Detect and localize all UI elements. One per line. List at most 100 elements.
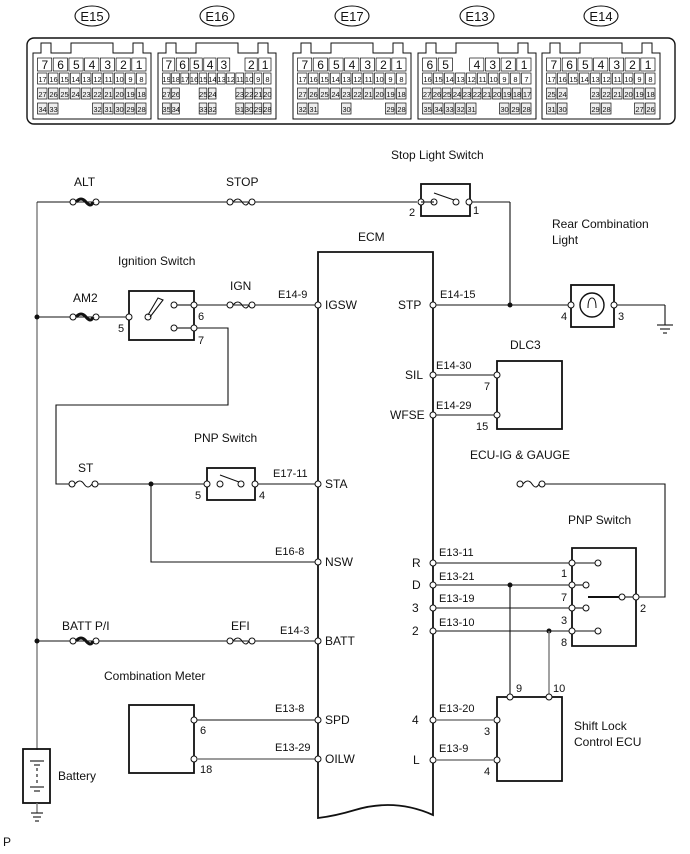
- connector-pin-cell: [125, 72, 136, 85]
- connector-pin-number: 7: [42, 58, 49, 72]
- ignition-switch-label: Ignition Switch: [118, 254, 195, 268]
- connector-pin-number: 19: [635, 90, 643, 99]
- connector-pin-cell: [422, 87, 432, 100]
- shift-lock-pin-4: 4: [484, 766, 490, 778]
- connector-pin-number: 9: [502, 75, 506, 84]
- connector-pin-number: 22: [473, 90, 481, 99]
- connector-pin-number: 21: [483, 90, 491, 99]
- connector-pin-cell: [84, 57, 100, 72]
- connector-pin-cell: [131, 57, 147, 72]
- ecu-ig-wire: [545, 483, 666, 598]
- connector-pin-number: 9: [637, 75, 641, 84]
- connector-pin-cell: [645, 87, 656, 100]
- connector-pin-number: 23: [342, 90, 350, 99]
- connector-pin-number: 17: [547, 75, 555, 84]
- ecu-ig-gauge-fuse-label: ECU-IG & GAUGE: [470, 448, 570, 462]
- range4-pin: E13-20: [439, 703, 474, 715]
- connector-pin-cell: [253, 102, 263, 115]
- connector-id-badge: [334, 5, 370, 27]
- connector-pin-number: 31: [467, 105, 475, 114]
- connector-pin-cell: [48, 87, 59, 100]
- igsw-pin: E14-9: [278, 289, 307, 301]
- connector-pin-cell: [235, 87, 244, 100]
- connector-pin-cell: [297, 57, 313, 72]
- combination-meter: [128, 704, 198, 774]
- connector-pin-cell: [510, 102, 521, 115]
- connector-pin-cell: [352, 72, 363, 85]
- r-pin: E13-11: [439, 547, 474, 559]
- connector-pin-cell: [262, 87, 272, 100]
- range3-terminal: 3: [412, 601, 419, 615]
- connector-housing: [417, 42, 537, 120]
- connector-pin-number: 23: [82, 90, 90, 99]
- batt-pin: E14-3: [280, 625, 309, 637]
- connector-pin-cell: [175, 57, 189, 72]
- connector-pin-number: 23: [591, 90, 599, 99]
- alt-fuse-label: ALT: [74, 175, 96, 189]
- connector-pin-number: 28: [137, 105, 145, 114]
- oilw-terminal: OILW: [325, 752, 355, 766]
- pnp2-pin-1: 1: [561, 568, 567, 580]
- connector-pin-number: 22: [602, 90, 610, 99]
- connector-pin-cell: [226, 72, 235, 85]
- shift-lock-control-ecu: [493, 693, 563, 782]
- connector-pin-number: 13: [217, 75, 225, 84]
- connector-pin-cell: [601, 102, 612, 115]
- connector-pin-number: 11: [365, 75, 373, 84]
- connector-pin-cell: [125, 87, 136, 100]
- meter-pin-6: 6: [200, 725, 206, 737]
- connector-pin-number: 15: [434, 75, 442, 84]
- connector-pin-cell: [207, 72, 217, 85]
- connector-pin-cell: [557, 102, 568, 115]
- connector-pin-cell: [385, 72, 396, 85]
- connector-pin-number: 22: [245, 90, 253, 99]
- connector-pin-cell: [162, 72, 171, 85]
- connector-pin-number: 26: [49, 90, 57, 99]
- connector-pin-number: 20: [115, 90, 123, 99]
- connector-pin-number: 3: [613, 58, 620, 72]
- connector-pin-cell: [601, 87, 612, 100]
- connector-pin-number: 21: [364, 90, 372, 99]
- connector-pin-cell: [244, 72, 254, 85]
- connector-pin-cell: [624, 57, 640, 72]
- connector-pin-number: 18: [397, 90, 405, 99]
- connector-pin-number: 16: [49, 75, 57, 84]
- connector-pin-number: 8: [265, 75, 269, 84]
- connector-pin-number: 15: [569, 75, 577, 84]
- ecu-ig-gauge-fuse: [516, 480, 546, 488]
- connector-pin-cell: [482, 87, 492, 100]
- connector-pin-number: 26: [309, 90, 317, 99]
- connector-pin-cell: [92, 102, 103, 115]
- connector-pin-number: 4: [89, 58, 96, 72]
- connector-id-badge: [199, 5, 235, 27]
- connector-pin-number: 7: [551, 58, 558, 72]
- d-pin: E13-21: [439, 571, 474, 583]
- connector-pin-cell: [114, 102, 125, 115]
- range3-pin: E13-19: [439, 593, 474, 605]
- ecm-body: [317, 251, 434, 820]
- igsw-terminal: IGSW: [325, 298, 358, 312]
- efi-fuse: [226, 637, 256, 645]
- connector-pin-number: 2: [505, 58, 512, 72]
- l-terminal: L: [413, 753, 420, 767]
- connector-pin-number: 30: [245, 105, 253, 114]
- connector-pin-cell: [344, 57, 360, 72]
- range2-terminal: 2: [412, 624, 419, 638]
- connector-pin-number: 32: [93, 105, 101, 114]
- ign-pin-7: 7: [198, 335, 204, 347]
- spd-terminal: SPD: [325, 713, 350, 727]
- connector-pin-number: 28: [263, 105, 271, 114]
- connector-pin-number: 25: [320, 90, 328, 99]
- connector-pin-cell: [59, 72, 70, 85]
- connector-pin-number: 20: [375, 90, 383, 99]
- connector-pin-cell: [136, 102, 147, 115]
- connector-pin-number: 24: [71, 90, 79, 99]
- connector-pin-number: 24: [331, 90, 339, 99]
- connector-pin-number: 27: [38, 90, 46, 99]
- connector-pin-number: 6: [427, 58, 434, 72]
- connector-pin-cell: [37, 102, 48, 115]
- connector-pin-number: 1: [396, 58, 403, 72]
- connector-pin-number: 26: [433, 90, 441, 99]
- connector-pin-cell: [466, 102, 477, 115]
